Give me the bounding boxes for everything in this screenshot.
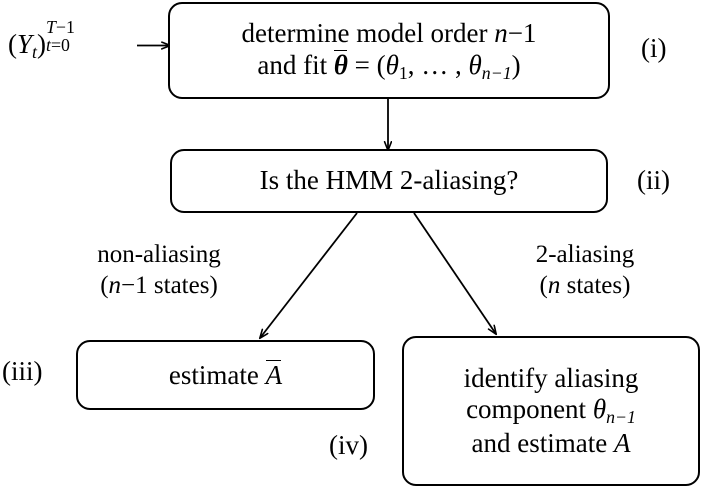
step-label-iii: (iii) — [2, 356, 43, 386]
node-identify-line1: identify aliasing — [463, 362, 639, 393]
edge-label-non-aliasing-line2: (n−1 states) — [100, 271, 218, 299]
step-label-i: (i) — [641, 33, 667, 63]
node-fit-line1: determine model order n−1 — [241, 17, 537, 48]
edge-label-2-aliasing-line1: 2-aliasing — [535, 241, 635, 268]
node-identify-line3: and estimate A — [471, 427, 631, 458]
node-question-text: Is the HMM 2-aliasing? — [259, 165, 519, 196]
node-estimate-a-bar[interactable]: estimate A — [76, 340, 375, 410]
edge-label-2-aliasing: 2-aliasing (n states) — [490, 240, 680, 301]
step-label-iv: (iv) — [329, 430, 368, 460]
edge-label-2-aliasing-line2: (n states) — [539, 271, 631, 299]
step-label-ii: (ii) — [637, 165, 670, 195]
node-identify-line2: component θn−1 — [466, 394, 636, 428]
edge-question-to-estimate — [260, 212, 358, 338]
edge-label-non-aliasing-line1: non-aliasing — [97, 241, 221, 268]
node-is-hmm-2-aliasing[interactable]: Is the HMM 2-aliasing? — [170, 149, 608, 213]
node-estimate-text: estimate A — [168, 359, 283, 390]
node-determine-model-order[interactable]: determine model order n−1 and fit θ = (θ… — [168, 2, 610, 99]
node-fit-line2: and fit θ = (θ1, … , θn−1) — [257, 49, 521, 83]
edge-question-to-identify — [413, 212, 496, 334]
node-identify-aliasing-component[interactable]: identify aliasing component θn−1 and est… — [402, 336, 700, 486]
edge-label-non-aliasing: non-aliasing (n−1 states) — [54, 240, 264, 301]
